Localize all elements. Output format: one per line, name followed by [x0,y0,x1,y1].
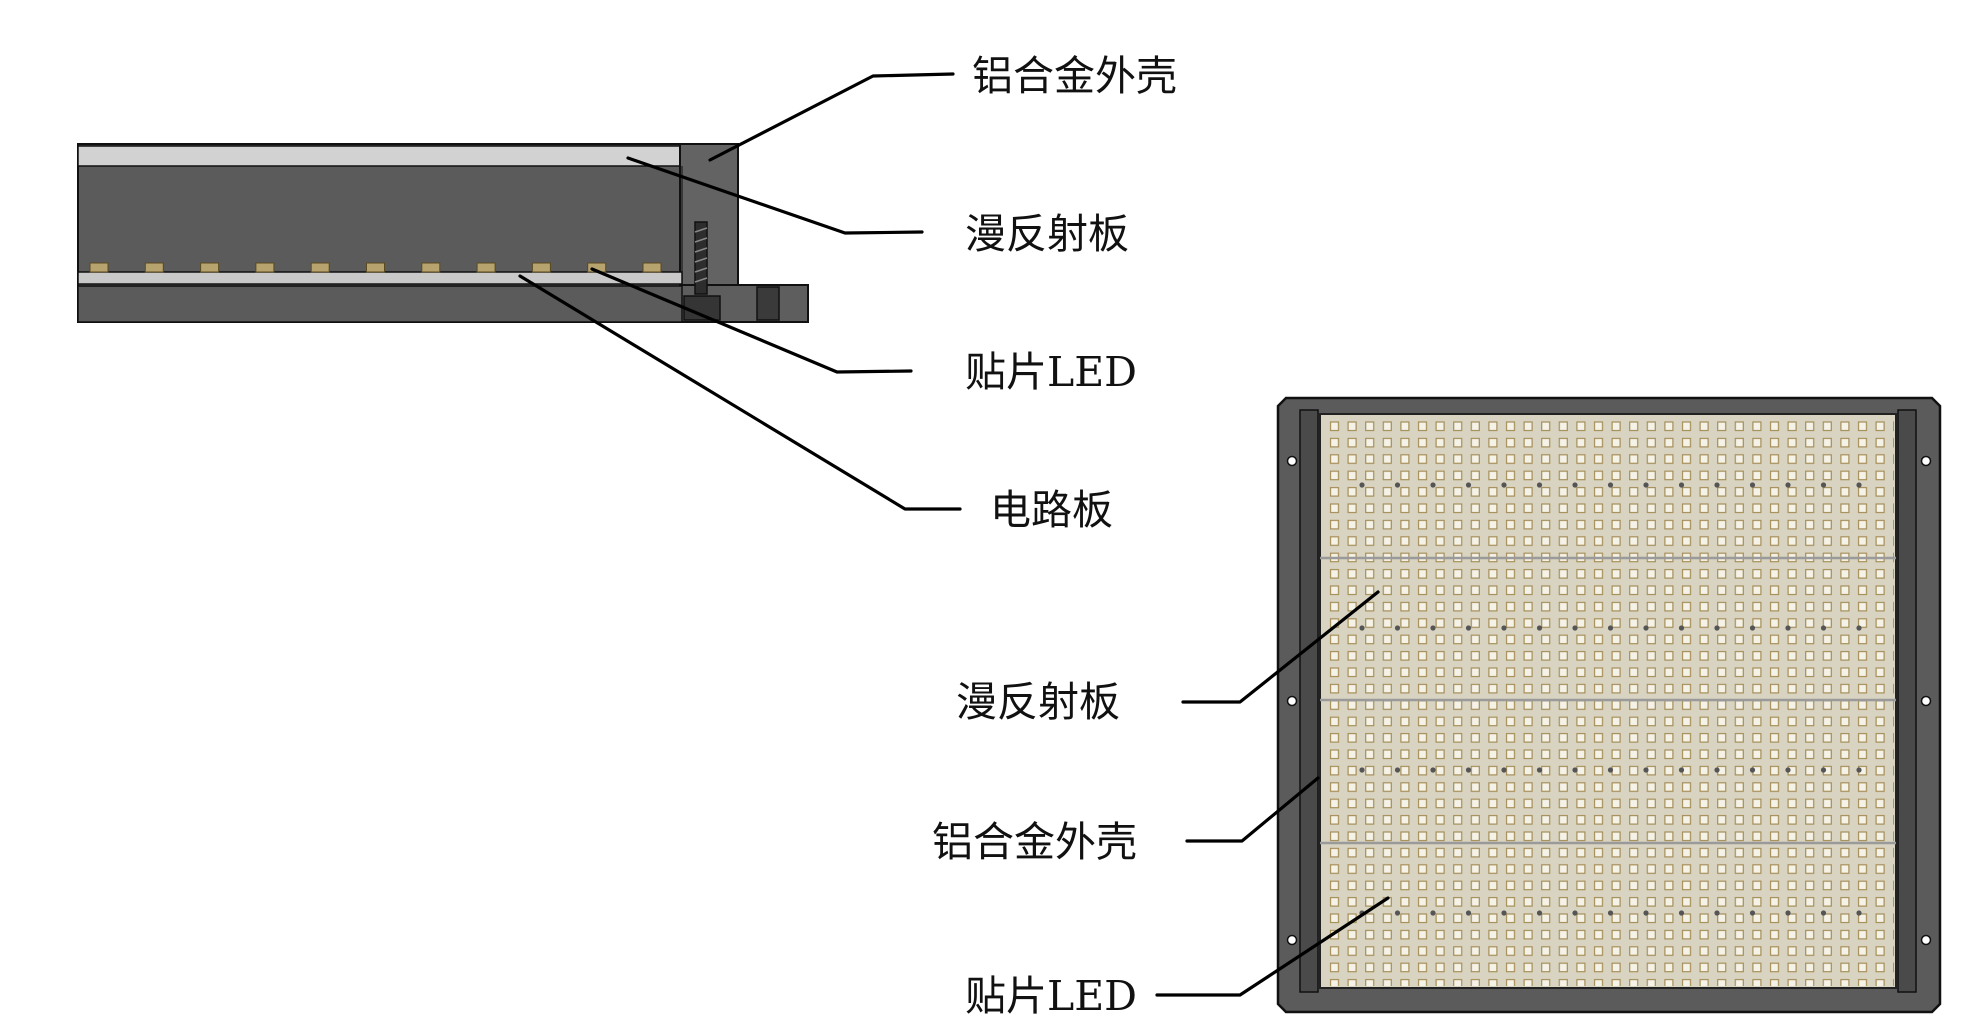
panel-screw-dot [1749,482,1756,488]
label-side-circuit: 电路板 [990,486,1113,534]
panel-screw-dot [1501,482,1507,488]
label-front-housing: 铝合金外壳 [932,818,1137,866]
panel-screw-dot [1430,910,1436,916]
panel-screw-dot [1572,482,1578,488]
leader-front-led [1155,896,1390,997]
panel-screw-dot [1714,767,1720,773]
panel-screw-dot [1820,767,1827,773]
leader-side-led [590,267,913,374]
panel-screw-dot [1678,625,1685,631]
panel-screw-dot [1856,482,1862,488]
panel-screw-dot [1465,910,1472,916]
panel-screw-dot [1430,625,1436,631]
panel-screw-dot [1607,482,1614,488]
panel-screw-dot [1359,767,1365,773]
label-side-housing: 铝合金外壳 [972,52,1177,100]
panel-screw-dot [1536,625,1543,631]
panel-screw-dot [1643,482,1649,488]
side-led-chip [476,262,496,273]
panel-screw-dot [1678,482,1685,488]
panel-screw-dot [1749,910,1756,916]
panel-screw-dot [1465,767,1472,773]
panel-screw-dot [1607,910,1614,916]
panel-screw-dot [1856,625,1862,631]
panel-screw-dot [1607,625,1614,631]
front-callouts: 漫反射板 铝合金外壳 贴片LED [932,590,1390,1020]
panel-screw-dot [1394,482,1401,488]
panel-screw-dot [1501,767,1507,773]
panel-screw-dot [1394,910,1401,916]
side-callouts: 铝合金外壳 漫反射板 贴片LED 电路板 [518,52,1177,534]
panel-screw-dot [1536,767,1543,773]
panel-screw-dot [1714,625,1720,631]
side-led-chip [642,262,662,273]
panel-screw-dot [1749,625,1756,631]
leader-side-housing [708,72,955,162]
side-diffuser-strip [77,145,689,167]
panel-screw-dot [1785,767,1791,773]
panel-screw-dot [1536,910,1543,916]
panel-screw-dot [1643,910,1649,916]
side-circuit-board [77,271,683,285]
panel-screw-dot [1359,625,1365,631]
side-led-chip [531,262,551,273]
panel-screw-dot [1430,482,1436,488]
label-front-diffuser: 漫反射板 [956,678,1120,726]
panel-screw-dot [1572,767,1578,773]
front-left-rail [1299,409,1319,993]
label-side-led: 贴片LED [965,348,1137,396]
side-led-chip [310,262,330,273]
front-screw-dots [1359,482,1862,916]
label-side-diffuser: 漫反射板 [965,210,1129,258]
panel-screw-dot [1785,910,1791,916]
side-flange-slot [756,286,780,321]
panel-screw-dot [1749,767,1756,773]
side-led-chip [89,262,109,273]
panel-screw-dot [1856,767,1862,773]
front-view [1276,396,1942,1014]
side-led-chip [144,262,164,273]
side-led-chip [255,262,275,273]
panel-screw-dot [1572,625,1578,631]
panel-screw-dot [1359,482,1365,488]
panel-screw-dot [1643,625,1649,631]
label-front-led: 贴片LED [965,972,1137,1020]
panel-screw-dot [1785,625,1791,631]
leader-side-circuit [518,274,962,511]
panel-screw-dot [1714,910,1720,916]
side-led-chips [89,262,662,273]
leader-front-diffuser [1181,590,1380,704]
panel-screw-dot [1536,482,1543,488]
panel-screw-dot [1820,910,1827,916]
panel-screw-dot [1572,910,1578,916]
panel-screw-dot [1430,767,1436,773]
panel-screw-dot [1607,767,1614,773]
side-base [77,285,683,323]
side-led-chip [421,262,441,273]
leader-side-diffuser [626,156,924,235]
side-led-chip [366,262,385,273]
panel-screw-dot [1394,625,1401,631]
front-mounting-holes [1286,455,1932,946]
panel-screw-dot [1501,625,1507,631]
panel-screw-dot [1820,482,1827,488]
side-led-chip [200,262,220,273]
panel-screw-dot [1465,625,1472,631]
panel-screw-dot [1394,767,1401,773]
leader-front-housing [1185,776,1320,843]
panel-screw-dot [1465,482,1472,488]
panel-screw-dot [1820,625,1827,631]
panel-screw-dot [1678,910,1685,916]
panel-screw-dot [1785,482,1791,488]
front-right-rail [1897,409,1917,993]
panel-screw-dot [1643,767,1649,773]
panel-screw-dot [1856,910,1862,916]
panel-screw-dot [1501,910,1507,916]
panel-screw-dot [1678,767,1685,773]
panel-screw-dot [1714,482,1720,488]
side-view [77,143,809,323]
